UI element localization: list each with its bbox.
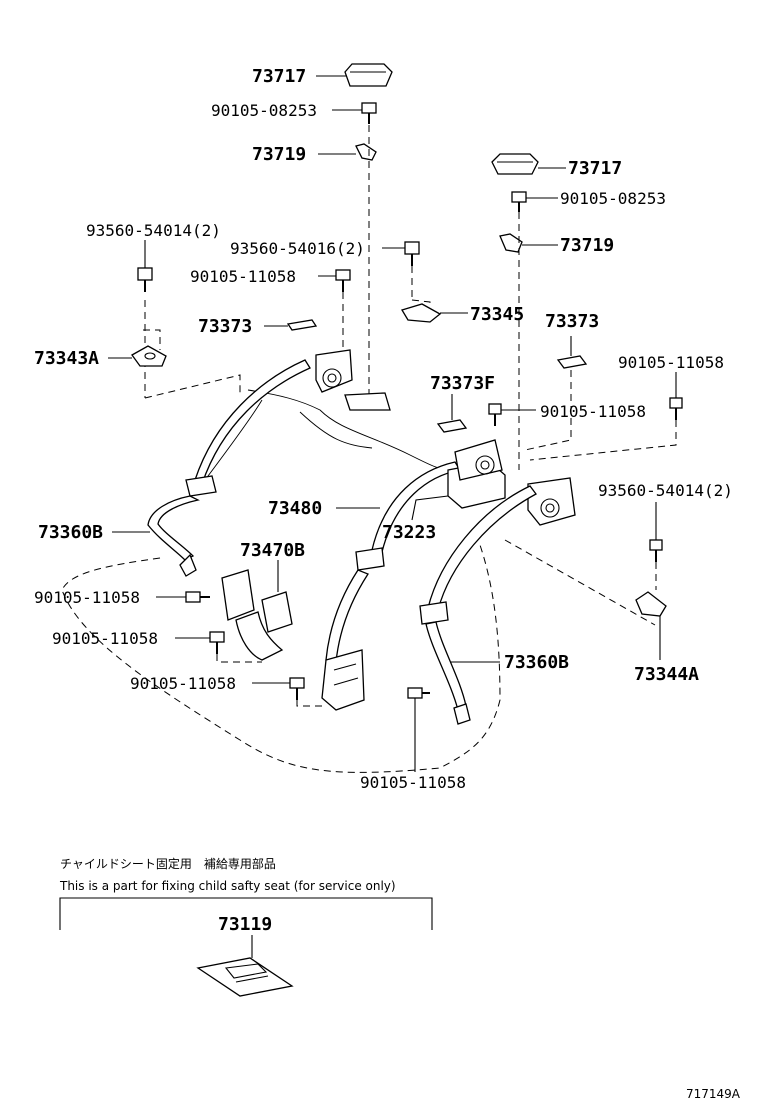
label-90105-11058-center: 90105-11058 xyxy=(540,402,646,421)
spacer-73373-right xyxy=(556,355,588,369)
label-73345: 73345 xyxy=(470,304,524,325)
label-93560-54014-right: 93560-54014(2) xyxy=(598,481,733,500)
bolt-90105-11058-center xyxy=(488,403,502,426)
label-73719-left: 73719 xyxy=(252,144,306,165)
service-note-japanese: チャイルドシート固定用 補給専用部品 xyxy=(60,856,276,871)
buckle-73470B xyxy=(221,569,293,661)
seat-back-outline-2 xyxy=(204,399,373,481)
bolt-90105-11058-c xyxy=(289,677,305,700)
bolt-90105-11058-upper xyxy=(335,269,351,292)
seat-belt-left-73360B xyxy=(147,349,353,577)
cover-73717-left xyxy=(344,63,393,87)
label-90105-11058-right: 90105-11058 xyxy=(618,353,724,372)
label-73373F: 73373F xyxy=(430,373,495,394)
label-90105-11058-a: 90105-11058 xyxy=(34,588,140,607)
label-73223: 73223 xyxy=(382,522,436,543)
label-73470B: 73470B xyxy=(240,540,305,561)
label-73717-left: 73717 xyxy=(252,66,306,87)
anchor-73344A xyxy=(635,591,667,617)
seat-outline xyxy=(61,544,501,773)
label-73717-right: 73717 xyxy=(568,158,622,179)
seat-back-outline xyxy=(247,389,451,471)
label-93560-54016: 93560-54016(2) xyxy=(230,239,365,258)
anchor-73719-right xyxy=(499,233,523,253)
bolt-90105-08253-right xyxy=(511,191,527,212)
label-93560-54014-left: 93560-54014(2) xyxy=(86,221,221,240)
bolt-93560-54014-right xyxy=(649,539,663,562)
bolt-90105-11058-right xyxy=(669,397,683,420)
bolt-90105-11058-a xyxy=(185,591,210,603)
bolt-93560-54016 xyxy=(404,241,420,266)
retractor-73223 xyxy=(447,439,506,509)
label-73360B-left: 73360B xyxy=(38,522,103,543)
label-73719-right: 73719 xyxy=(560,235,614,256)
label-90105-11058-c: 90105-11058 xyxy=(130,674,236,693)
diagram-code: 717149A xyxy=(686,1087,741,1101)
label-90105-11058-d: 90105-11058 xyxy=(360,773,466,792)
seat-belt-right-73360B xyxy=(419,477,576,725)
spacer-73373F xyxy=(436,419,468,433)
floor-plate xyxy=(344,392,391,411)
service-note-bracket xyxy=(59,897,433,930)
label-73344A: 73344A xyxy=(634,664,699,685)
child-seat-fixing-part-73119 xyxy=(196,957,294,997)
cushion-guide xyxy=(144,374,656,626)
label-73343A: 73343A xyxy=(34,348,99,369)
plate-73345 xyxy=(401,303,442,323)
label-90105-11058-b: 90105-11058 xyxy=(52,629,158,648)
label-73480: 73480 xyxy=(268,498,322,519)
bolt-90105-11058-b xyxy=(209,631,225,654)
bolt-90105-11058-d xyxy=(407,687,430,699)
cover-73717-right xyxy=(491,153,539,175)
label-73373-right: 73373 xyxy=(545,311,599,332)
label-73119: 73119 xyxy=(218,914,272,935)
anchor-73343A xyxy=(131,345,167,367)
bolt-93560-54014-left xyxy=(137,267,153,292)
label-90105-08253-right: 90105-08253 xyxy=(560,189,666,208)
bolt-90105-08253-left xyxy=(361,102,377,124)
anchor-73719-left xyxy=(355,143,377,161)
spacer-73373-left xyxy=(286,319,318,331)
label-90105-11058-upper: 90105-11058 xyxy=(190,267,296,286)
label-73373-left: 73373 xyxy=(198,316,252,337)
service-note-english: This is a part for fixing child safty se… xyxy=(59,879,396,893)
label-73360B-right: 73360B xyxy=(504,652,569,673)
label-90105-08253-left: 90105-08253 xyxy=(211,101,317,120)
